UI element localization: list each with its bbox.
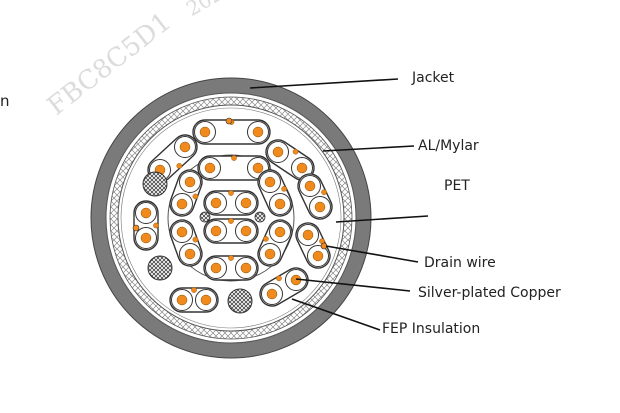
silver-plated-conductor [252,162,264,174]
pair-drain-conductor [321,189,327,196]
cropped-text-fragment: n [0,92,10,110]
leader-pet [335,215,429,223]
silver-plated-conductor [140,207,152,219]
silver-plated-conductor [312,250,324,262]
silver-plated-conductor [264,248,276,260]
pair-drain-conductor [228,190,234,196]
leader-silver-plated-copper [295,278,411,292]
pair-drain-conductor [191,287,197,293]
pair-drain-conductor [176,163,183,169]
pair-drain-conductor [153,222,159,229]
silver-plated-conductor [179,141,191,153]
silver-plated-conductor [176,226,188,238]
pair-drain-conductor [192,236,199,243]
silver-plated-conductor [210,225,222,237]
silver-plated-conductor [240,262,252,274]
fillers [142,171,266,314]
drain-wires [132,117,328,250]
pair-drain-conductor [263,236,269,242]
silver-plated-conductor [200,294,212,306]
silver-plated-conductor [176,198,188,210]
silver-plated-conductor [252,126,264,138]
twisted-pairs [133,119,333,313]
silver-plated-conductor [264,176,276,188]
label-fep-insulation: FEP Insulation [382,321,481,337]
silver-plated-conductor [302,229,314,241]
label-silver-plated-copper: Silver-plated Copper [418,285,561,301]
filler [254,211,266,223]
filler [227,288,253,314]
leader-jacket [249,78,399,89]
label-drain-wire: Drain wire [424,255,496,271]
pair-drain-conductor [228,255,234,261]
filler [199,211,211,223]
filler [142,171,168,197]
silver-plated-conductor [304,180,316,192]
silver-plated-conductor [240,197,252,209]
silver-plated-conductor [272,146,284,158]
silver-plated-conductor [314,201,326,213]
leader-al-mylar [322,145,415,152]
pair-drain-conductor [228,218,234,224]
leader-fep-insulation [291,298,381,331]
silver-plated-conductor [210,262,222,274]
label-al-mylar: AL/Mylar [418,138,479,154]
drain-wire [132,224,140,232]
pair-drain-conductor [231,155,237,161]
pair-drain-conductor [192,193,199,200]
pair-drain-conductor [276,275,282,282]
leader-lines [249,78,429,331]
silver-plated-conductor [184,248,196,260]
drain-wire [225,117,233,125]
pair-drain-conductor [281,186,287,192]
silver-plated-conductor [274,198,286,210]
silver-plated-conductor [199,126,211,138]
silver-plated-conductor [274,226,286,238]
silver-plated-conductor [296,162,308,174]
leader-drain-wire [325,245,419,263]
label-jacket: Jacket [412,70,455,86]
silver-plated-conductor [184,176,196,188]
filler [147,255,173,281]
silver-plated-conductor [210,197,222,209]
label-pet: PET [444,178,470,194]
pair-drain-conductor [292,148,299,155]
silver-plated-conductor [176,294,188,306]
silver-plated-conductor [266,288,278,300]
silver-plated-conductor [240,225,252,237]
silver-plated-conductor [140,232,152,244]
silver-plated-conductor [204,162,216,174]
